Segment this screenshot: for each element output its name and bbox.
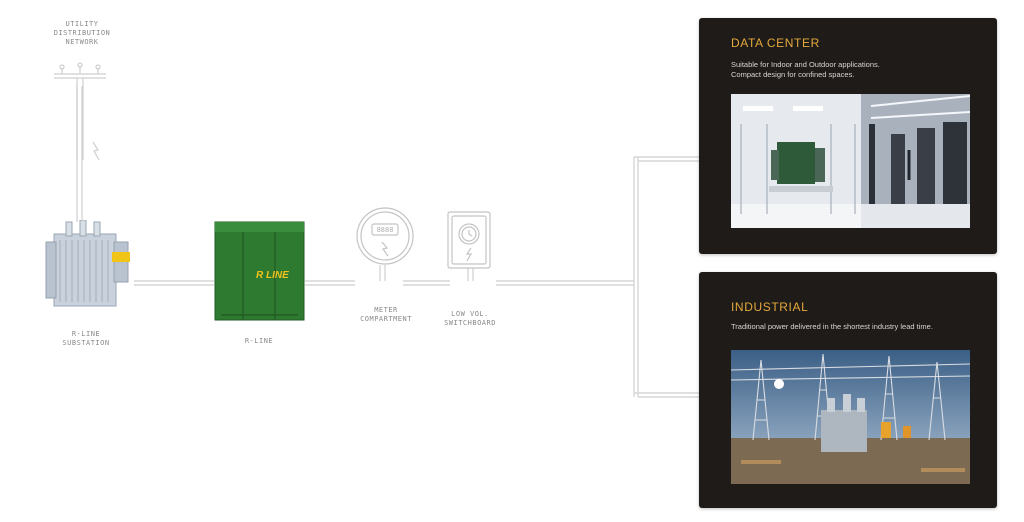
meter-icon bbox=[356, 207, 414, 265]
meter-label: METER COMPARTMENT bbox=[360, 306, 412, 323]
rline-badge: R LINE bbox=[256, 270, 289, 281]
card-title: DATA CENTER bbox=[731, 36, 820, 50]
rline-cabinet-icon bbox=[214, 221, 305, 321]
card-description: Suitable for Indoor and Outdoor applicat… bbox=[731, 60, 880, 79]
meter-node[interactable]: 8888 bbox=[352, 206, 418, 268]
substation-transformer-icon bbox=[45, 219, 130, 307]
data-center-card[interactable]: DATA CENTER Suitable for Indoor and Outd… bbox=[699, 18, 997, 254]
data-center-photo bbox=[731, 94, 970, 228]
switchboard-node[interactable] bbox=[446, 210, 492, 270]
rline-unit-node[interactable]: R LINE bbox=[213, 220, 306, 322]
switchboard-icon bbox=[447, 211, 491, 269]
utility-pole-icon bbox=[54, 62, 106, 161]
substation-node[interactable] bbox=[36, 219, 136, 310]
utility-label: UTILITY DISTRIBUTION NETWORK bbox=[53, 20, 111, 46]
switchboard-label: LOW VOL. SWITCHBOARD bbox=[444, 310, 496, 327]
substation-label: R-LINE SUBSTATION bbox=[62, 330, 110, 347]
utility-pole-node[interactable] bbox=[48, 60, 112, 161]
card-description: Traditional power delivered in the short… bbox=[731, 322, 933, 331]
industrial-photo bbox=[731, 350, 970, 484]
card-title: INDUSTRIAL bbox=[731, 300, 809, 314]
industrial-card[interactable]: INDUSTRIAL Traditional power delivered i… bbox=[699, 272, 997, 508]
rline-unit-label: R-LINE bbox=[244, 337, 274, 345]
meter-display: 8888 bbox=[376, 226, 394, 234]
